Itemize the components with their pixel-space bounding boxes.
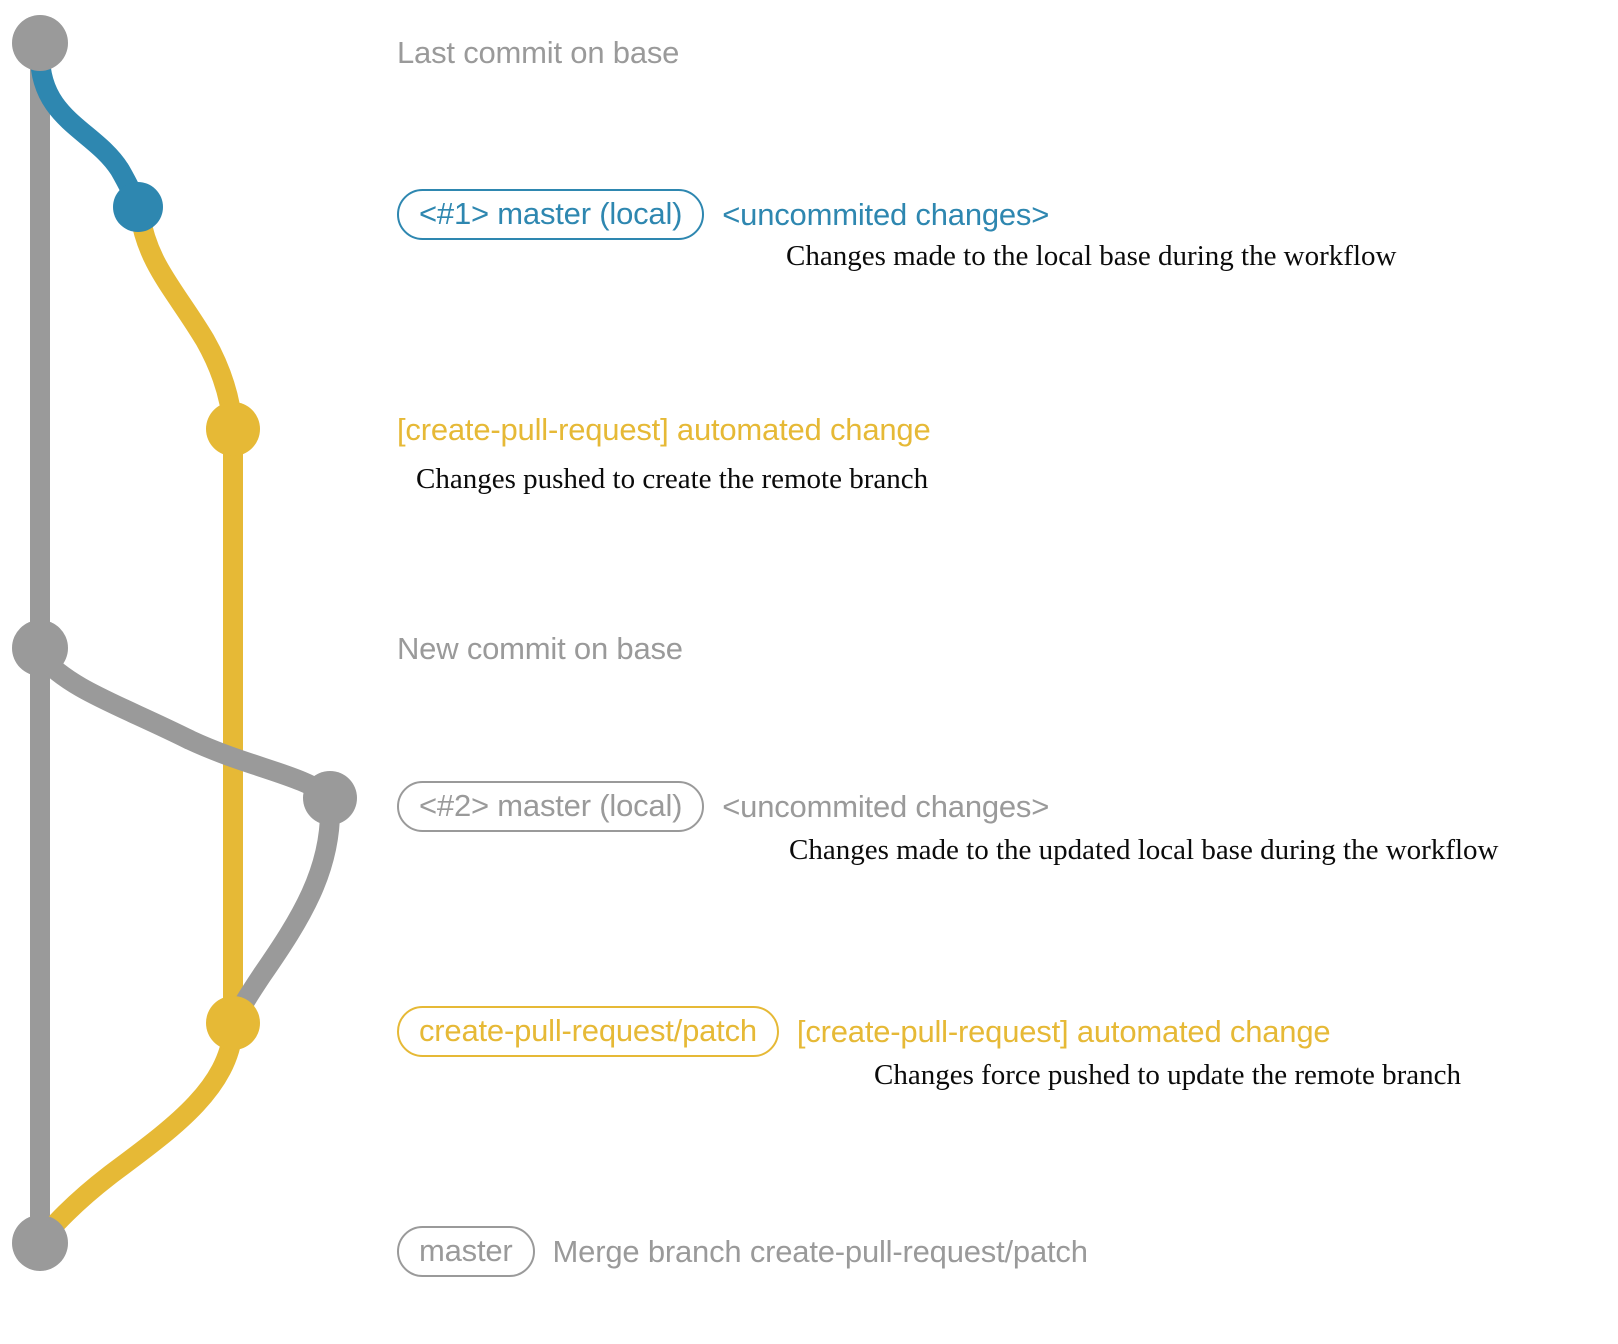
commit-subject-automated-change-2: [create-pull-request] automated change [796, 1013, 1331, 1049]
commit-row-last-commit-on-base: Last commit on base [397, 35, 679, 71]
commit-subject-master-local-2: <uncommited changes> [722, 788, 1050, 824]
commit-subject-automated-change-1: [create-pull-request] automated change [397, 412, 931, 447]
commit-row-master-local-1: <#1> master (local) <uncommited changes> [397, 189, 1049, 240]
commit-description-automated-change-1: Changes pushed to create the remote bran… [416, 463, 929, 495]
branch-badge-master[interactable]: master [397, 1226, 535, 1277]
commit-row-master-local-2: <#2> master (local) <uncommited changes> [397, 781, 1049, 832]
commit-row-automated-change-1: [create-pull-request] automated change [397, 412, 931, 448]
local-branch-2-line [30, 645, 340, 808]
node-merge-master [12, 1215, 68, 1271]
node-last-commit-on-base [12, 15, 68, 71]
patch-branch-1-line [130, 205, 243, 439]
git-graph [12, 15, 357, 1271]
node-master-local-1 [113, 182, 163, 232]
commit-nodes [12, 15, 357, 1271]
commit-description-automated-change-2: Changes force pushed to update the remot… [874, 1059, 1462, 1091]
commit-subject-last-commit-on-base: Last commit on base [397, 35, 680, 70]
node-new-commit-on-base [12, 620, 68, 676]
commit-subject-new-commit-on-base: New commit on base [397, 631, 683, 666]
commit-row-merge-master: master Merge branch create-pull-request/… [397, 1226, 1088, 1277]
patch-merge-line [30, 1020, 243, 1253]
commit-subject-master-local-1: <uncommited changes> [722, 196, 1050, 232]
branch-badge-master-local-2[interactable]: <#2> master (local) [397, 781, 705, 832]
node-automated-change-1 [206, 402, 260, 456]
commit-row-new-commit-on-base: New commit on base [397, 631, 683, 667]
commit-row-automated-change-2: create-pull-request/patch [create-pull-r… [397, 1006, 1331, 1057]
branch-badge-create-pull-request-patch[interactable]: create-pull-request/patch [397, 1006, 779, 1057]
commit-description-master-local-2: Changes made to the updated local base d… [789, 834, 1499, 866]
commit-subject-merge-master: Merge branch create-pull-request/patch [552, 1233, 1088, 1269]
commit-description-master-local-1: Changes made to the local base during th… [786, 240, 1397, 272]
branch-badge-master-local-1[interactable]: <#1> master (local) [397, 189, 705, 240]
node-automated-change-2 [206, 996, 260, 1050]
node-master-local-2 [303, 771, 357, 825]
